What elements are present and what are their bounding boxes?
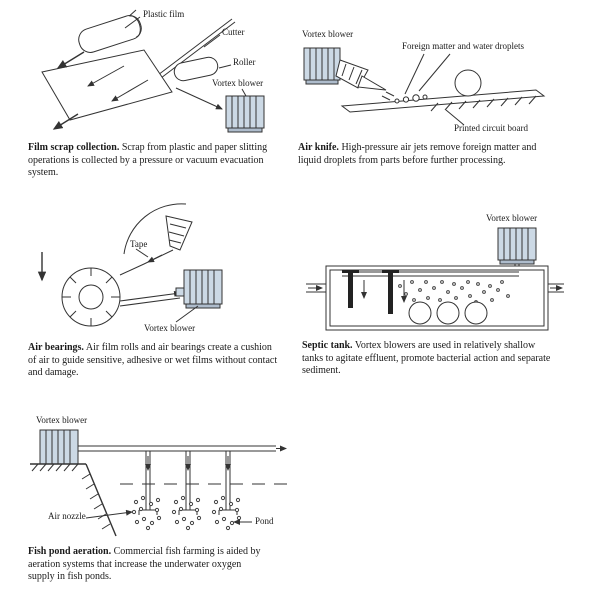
caption-title: Air bearings. <box>28 342 84 353</box>
agitator-pipes-shape <box>342 270 407 314</box>
funnel-shape <box>165 215 193 251</box>
label-vortex-blower: Vortex blower <box>212 78 264 88</box>
label-air-nozzle: Air nozzle <box>48 511 86 521</box>
vortex-blower-icon <box>303 47 341 85</box>
film-scrap-illustration <box>41 9 265 133</box>
label-plastic-film: Plastic film <box>143 9 185 19</box>
air-pipe-shape <box>78 445 287 452</box>
cutter-blade-shape <box>157 18 236 79</box>
vortex-blower-icon <box>175 269 223 309</box>
circuit-board-shape <box>340 89 546 113</box>
drop-pipe-shape <box>138 451 158 515</box>
outlet-pipe-shape <box>548 283 564 293</box>
caption-film-scrap: Film scrap collection. Scrap from plasti… <box>28 142 270 180</box>
vortex-blower-icon <box>225 95 265 133</box>
caption-body: Vortex blowers are used in relatively sh… <box>302 340 551 376</box>
top-roller-shape <box>78 15 142 53</box>
caption-body: Commercial fish farming is aided by aera… <box>28 546 261 582</box>
septic-tank-illustration <box>306 227 564 331</box>
droplets-shape <box>394 94 428 104</box>
air-knife-illustration <box>303 47 546 126</box>
caption-body: Air film rolls and air bearings create a… <box>28 342 278 378</box>
label-vortex-blower: Vortex blower <box>144 323 196 333</box>
drop-pipe-shape <box>178 451 198 515</box>
caption-title: Fish pond aeration. <box>28 546 112 557</box>
bank-shape <box>30 463 117 537</box>
caption-septic-tank: Septic tank. Vortex blowers are used in … <box>302 340 557 378</box>
panel-fish-pond: Vortex blower Air nozzle Pond Fish pond … <box>28 408 323 598</box>
web-sheet-shape <box>41 49 173 121</box>
inlet-pipe-shape <box>306 283 326 293</box>
vortex-blower-icon <box>39 429 79 465</box>
fish-pond-illustration <box>30 429 287 537</box>
vortex-blower-icon <box>497 227 537 265</box>
label-foreign-matter: Foreign matter and water droplets <box>402 41 524 51</box>
label-vortex-blower: Vortex blower <box>486 213 538 223</box>
air-bearings-illustration <box>37 203 223 327</box>
panel-air-knife: Vortex blower Foreign matter and water d… <box>298 24 584 194</box>
panel-film-scrap: Plastic film Cutter Roller Vortex blower… <box>28 8 290 198</box>
guide-arc-shape <box>123 203 187 255</box>
caption-title: Film scrap collection. <box>28 142 120 153</box>
bubbles-shape <box>398 280 510 304</box>
caption-title: Septic tank. <box>302 340 353 351</box>
caption-title: Air knife. <box>298 142 339 153</box>
label-pcb: Printed circuit board <box>454 123 528 133</box>
label-roller: Roller <box>233 57 256 67</box>
air-nozzle-duct-shape <box>335 59 395 101</box>
caption-air-knife: Air knife. High-pressure air jets remove… <box>298 142 550 167</box>
roller-shape <box>173 56 219 82</box>
label-pond: Pond <box>255 516 274 526</box>
bubbles-shape <box>211 495 242 531</box>
drop-pipe-shape <box>218 451 238 515</box>
caption-air-bearings: Air bearings. Air film rolls and air bea… <box>28 342 278 380</box>
caption-body: High-pressure air jets remove foreign ma… <box>298 142 537 166</box>
bubbles-shape <box>171 495 202 531</box>
air-film-roll-shape <box>61 267 121 327</box>
panel-septic-tank: Vortex blower Septic tank. Vortex blower… <box>302 212 586 390</box>
label-tape: Tape <box>130 239 148 249</box>
sediment-drums-shape <box>408 301 488 325</box>
caption-fish-pond: Fish pond aeration. Commercial fish farm… <box>28 546 263 584</box>
label-vortex-blower: Vortex blower <box>302 29 354 39</box>
panel-air-bearings: Tape Vortex blower Air bearings. Air fil… <box>28 202 300 390</box>
caption-body: Scrap from plastic and paper slitting op… <box>28 142 268 178</box>
label-cutter: Cutter <box>222 27 245 37</box>
label-vortex-blower: Vortex blower <box>36 415 88 425</box>
roller-shape <box>454 69 482 97</box>
